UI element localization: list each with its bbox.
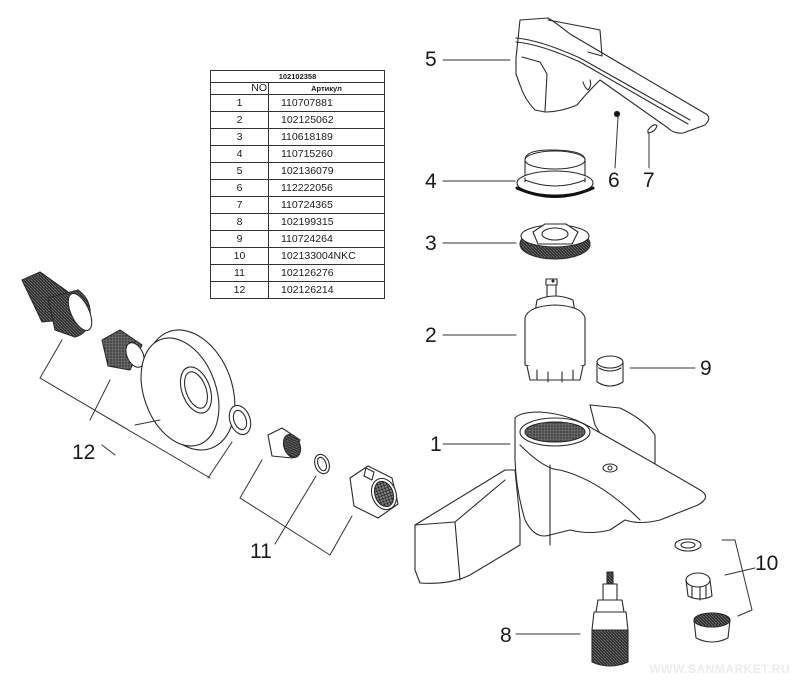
lever-handle xyxy=(515,17,710,134)
leader-lines xyxy=(39,59,756,635)
table-header-row: NO Артикул xyxy=(210,82,385,95)
screw-cap xyxy=(613,110,621,118)
callout-4: 4 xyxy=(425,170,437,193)
clamping-nut xyxy=(519,223,591,260)
watermark: WWW.SANMARKET.RU xyxy=(649,662,790,676)
leader-6 xyxy=(614,116,619,169)
row-article: 110715260 xyxy=(268,145,385,163)
diverter xyxy=(591,571,629,667)
row-article: 110724365 xyxy=(268,196,385,214)
callout-6: 6 xyxy=(608,169,620,192)
row-no: 12 xyxy=(210,281,269,299)
callout-8: 8 xyxy=(500,624,512,647)
decorative-cap xyxy=(515,149,595,198)
leader-12 xyxy=(39,339,233,479)
row-article: 110707881 xyxy=(268,94,385,112)
callout-12: 12 xyxy=(72,441,96,464)
mixer-body xyxy=(414,404,707,584)
aerator-set xyxy=(674,538,731,643)
callout-1: 1 xyxy=(430,433,442,456)
screw xyxy=(647,124,658,134)
callout-9: 9 xyxy=(700,357,712,380)
callout-2: 2 xyxy=(425,324,437,347)
row-article: 102125062 xyxy=(268,111,385,129)
plug xyxy=(596,355,624,387)
callout-3: 3 xyxy=(425,232,437,255)
row-article: 102126276 xyxy=(268,264,385,282)
leader-11 xyxy=(239,459,353,556)
eccentric-set xyxy=(21,271,252,451)
callout-11: 11 xyxy=(250,540,272,563)
callout-10: 10 xyxy=(755,552,779,575)
leader-10 xyxy=(721,539,756,617)
row-article: 102126214 xyxy=(268,281,385,299)
callout-5: 5 xyxy=(425,48,437,71)
connection-nut-set xyxy=(267,427,399,519)
callout-7: 7 xyxy=(643,169,655,192)
cartridge xyxy=(524,278,586,383)
